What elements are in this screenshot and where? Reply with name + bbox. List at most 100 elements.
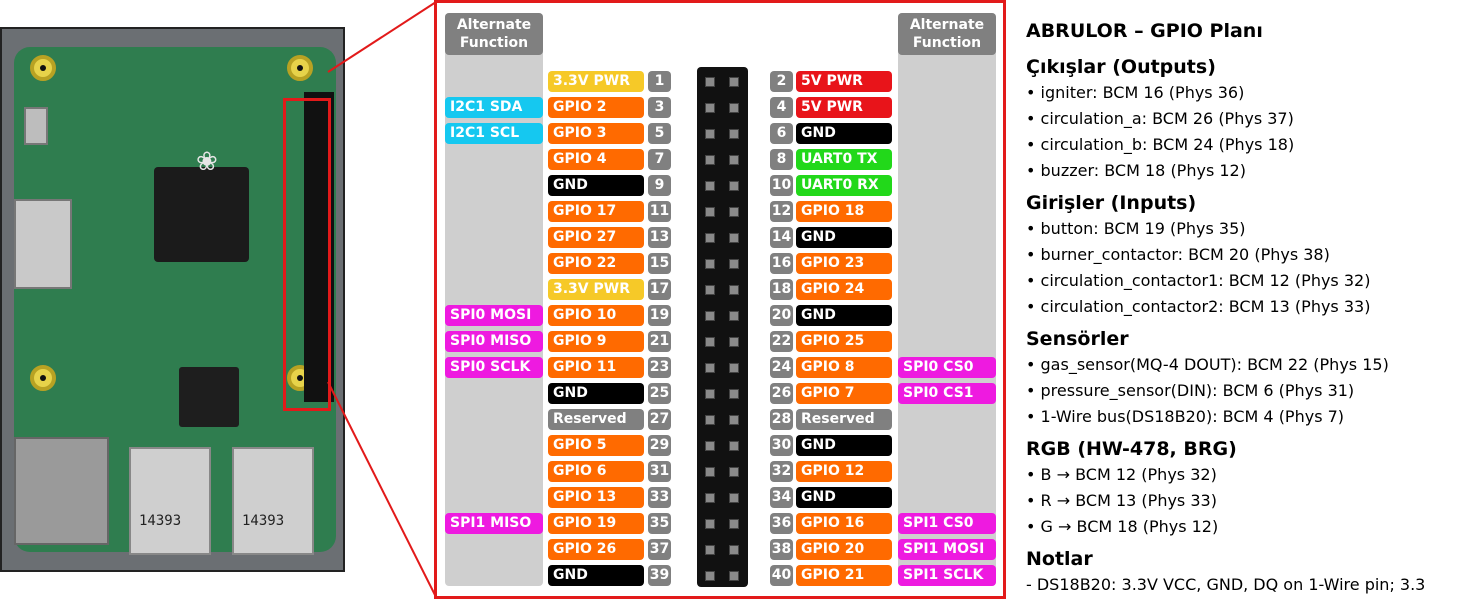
alt-header-line: Function [912,35,982,51]
alt-function-right: SPI1 MOSI [898,539,996,560]
alt-function-right: SPI1 CS0 [898,513,996,534]
pin-number-left: 13 [648,227,671,248]
alt-function-right: SPI0 CS0 [898,357,996,378]
pin-number-left: 1 [648,71,671,92]
pin-label-right: GPIO 7 [796,383,892,404]
pin-label-left: GPIO 17 [548,201,644,222]
notes-section-heading: RGB (HW-478, BRG) [1026,438,1237,460]
notes-title: ABRULOR – GPIO Planı [1026,20,1263,42]
notes-item: • pressure_sensor(DIN): BCM 6 (Phys 31) [1026,381,1355,400]
header-pin [729,415,739,425]
mounting-hole [30,365,56,391]
pin-number-right: 10 [770,175,793,196]
pin-number-left: 27 [648,409,671,430]
alt-function-left: SPI0 MISO [445,331,543,352]
pin-number-left: 21 [648,331,671,352]
pin-label-left: GPIO 22 [548,253,644,274]
notes-section-heading: Çıkışlar (Outputs) [1026,56,1216,78]
pin-number-left: 5 [648,123,671,144]
pin-label-left: GPIO 13 [548,487,644,508]
pin-label-left: GPIO 19 [548,513,644,534]
gpio-pinout-panel: Alternate Function Alternate Function 3.… [434,0,1006,599]
pin-number-right: 32 [770,461,793,482]
alt-function-right: SPI1 SCLK [898,565,996,586]
usb-port: 14393 [232,447,314,555]
header-pin [705,389,715,399]
pin-label-left: GPIO 10 [548,305,644,326]
pin-number-left: 39 [648,565,671,586]
header-pin [705,467,715,477]
notes-item: • gas_sensor(MQ-4 DOUT): BCM 22 (Phys 15… [1026,355,1389,374]
pcb-board: ❀ 14393 14393 [14,47,336,555]
pin-number-left: 19 [648,305,671,326]
notes-item: • 1-Wire bus(DS18B20): BCM 4 (Phys 7) [1026,407,1345,426]
header-pin [705,77,715,87]
pin-label-left: Reserved [548,409,644,430]
pin-number-right: 30 [770,435,793,456]
alt-header-line: Alternate [456,17,532,33]
header-pin [729,571,739,581]
header-pin [705,207,715,217]
header-pin [705,181,715,191]
notes-item: • circulation_contactor1: BCM 12 (Phys 3… [1026,271,1371,290]
pin-label-right: 5V PWR [796,97,892,118]
pin-number-right: 26 [770,383,793,404]
header-pin [705,129,715,139]
header-pin [705,259,715,269]
header-pin [705,155,715,165]
alt-function-column-right [898,13,996,586]
pin-label-right: GND [796,123,892,144]
notes-item: • circulation_a: BCM 26 (Phys 37) [1026,109,1294,128]
pin-label-left: GND [548,383,644,404]
pin-number-right: 6 [770,123,793,144]
notes-item: • buzzer: BCM 18 (Phys 12) [1026,161,1246,180]
pin-number-right: 22 [770,331,793,352]
header-pin [729,103,739,113]
notes-section-heading: Notlar [1026,548,1093,570]
pin-label-left: GPIO 9 [548,331,644,352]
pin-number-right: 2 [770,71,793,92]
pin-label-right: GND [796,435,892,456]
pin-label-right: GPIO 8 [796,357,892,378]
pin-number-left: 37 [648,539,671,560]
header-pin [705,441,715,451]
header-pin [729,259,739,269]
pin-label-right: GPIO 12 [796,461,892,482]
alt-function-left: SPI0 SCLK [445,357,543,378]
pin-number-left: 17 [648,279,671,300]
alt-function-left: SPI0 MOSI [445,305,543,326]
pin-label-right: GND [796,305,892,326]
pin-label-right: GPIO 24 [796,279,892,300]
notes-item: • B → BCM 12 (Phys 32) [1026,465,1217,484]
usb-port-label: 14393 [139,513,182,529]
soc-chip [154,167,249,262]
pin-label-right: GPIO 20 [796,539,892,560]
pin-label-left: GPIO 2 [548,97,644,118]
header-pin [729,363,739,373]
usb-controller-chip [179,367,239,427]
pin-number-right: 8 [770,149,793,170]
mounting-hole [287,55,313,81]
mounting-hole [30,55,56,81]
gpio-plan-notes: ABRULOR – GPIO Planı Çıkışlar (Outputs) •… [1026,14,1466,600]
pin-label-left: GPIO 27 [548,227,644,248]
pin-label-right: GPIO 18 [796,201,892,222]
pin-number-right: 20 [770,305,793,326]
pin-number-right: 36 [770,513,793,534]
pin-label-left: 3.3V PWR [548,279,644,300]
pin-number-left: 7 [648,149,671,170]
hdmi-port [14,199,72,289]
usb-port: 14393 [129,447,211,555]
alt-function-header-right: Alternate Function [898,13,996,55]
notes-item: • G → BCM 18 (Phys 12) [1026,517,1219,536]
header-pin [705,545,715,555]
header-pin [729,493,739,503]
alt-function-left: I2C1 SDA [445,97,543,118]
notes-item: - DS18B20: 3.3V VCC, GND, DQ on 1-Wire p… [1026,575,1426,594]
header-pin [729,337,739,347]
pin-number-right: 14 [770,227,793,248]
pin-label-right: 5V PWR [796,71,892,92]
pin-label-right: Reserved [796,409,892,430]
alt-function-header-left: Alternate Function [445,13,543,55]
alt-function-left: SPI1 MISO [445,513,543,534]
